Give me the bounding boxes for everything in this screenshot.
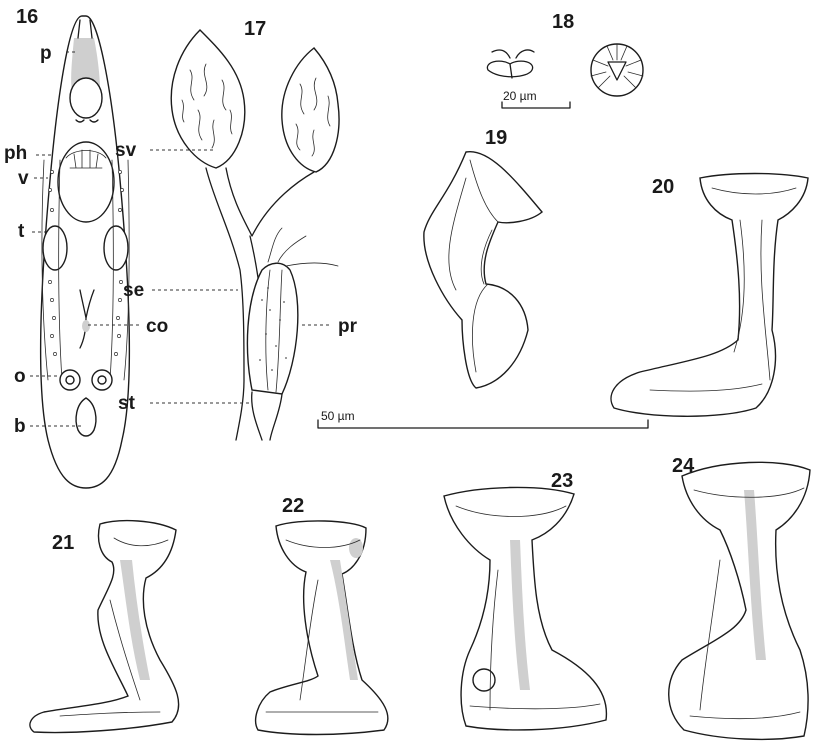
figure-24-number: 24: [672, 455, 695, 477]
figure-22-number: 22: [282, 495, 304, 517]
label-ph: ph: [4, 143, 27, 164]
figure-23-stylet-drawing: [444, 487, 606, 730]
label-st: st: [118, 393, 136, 414]
figure-19-number: 19: [485, 127, 507, 149]
scale-bar-50: [318, 420, 648, 428]
label-b: b: [14, 416, 26, 437]
label-v: v: [18, 168, 29, 189]
figure-17-reproductive-drawing: [150, 30, 339, 440]
figure-21-number: 21: [52, 532, 74, 554]
label-pr: pr: [338, 316, 358, 337]
figure-19-stylet-drawing: [424, 152, 542, 388]
figure-18-number: 18: [552, 11, 574, 33]
figure-24-stylet-drawing: [669, 462, 810, 739]
figure-23-number: 23: [551, 470, 573, 492]
figure-20-stylet-drawing: [611, 174, 808, 417]
label-se: se: [123, 280, 144, 301]
figure-22-stylet-drawing: [256, 521, 388, 735]
scale-bar-20-label: 20 µm: [503, 89, 537, 103]
scale-bar-50-label: 50 µm: [321, 409, 355, 423]
figure-16-body-drawing: [30, 16, 142, 488]
label-t: t: [18, 221, 25, 242]
label-co: co: [146, 316, 168, 337]
label-sv: sv: [115, 140, 137, 161]
figure-16-number: 16: [16, 6, 38, 28]
figure-20-number: 20: [652, 176, 674, 198]
label-p: p: [40, 43, 52, 64]
figure-17-number: 17: [244, 18, 266, 40]
label-o: o: [14, 366, 26, 387]
